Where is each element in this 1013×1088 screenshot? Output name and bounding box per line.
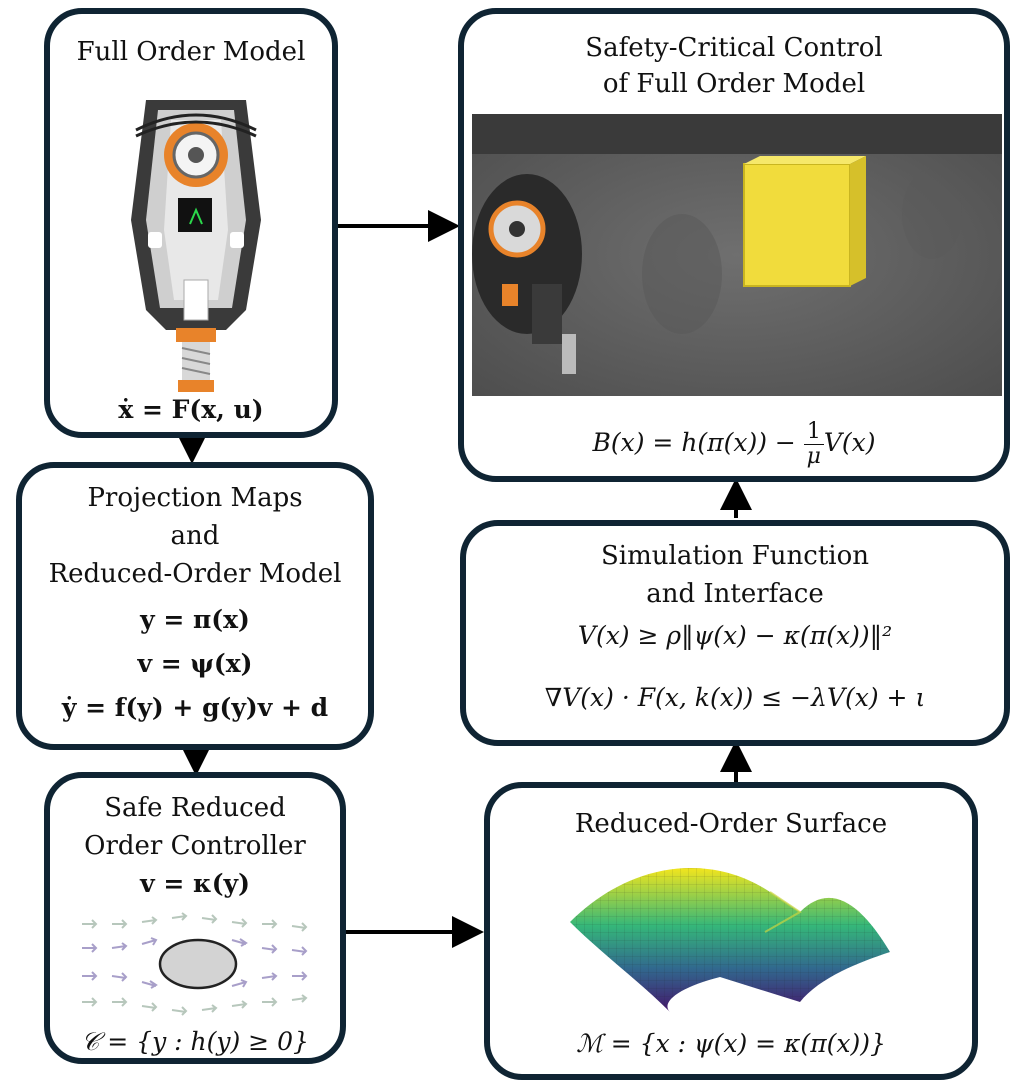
projection-equation-1: y = π(x) xyxy=(140,605,250,634)
safe-controller-title-line1: Safe Reduced xyxy=(104,793,286,823)
surface-equation: ℳ = {x : ψ(x) = κ(π(x))} xyxy=(576,1029,886,1058)
surface-title: Reduced-Order Surface xyxy=(574,809,888,839)
projection-title-line1: Projection Maps xyxy=(87,483,303,513)
projection-maps-box: Projection Maps and Reduced-Order Model … xyxy=(16,462,374,750)
safety-critical-box: Safety-Critical Control of Full Order Mo… xyxy=(458,8,1010,482)
simulation-title-line2: and Interface xyxy=(646,579,824,609)
safety-critical-title-line2: of Full Order Model xyxy=(602,69,866,99)
robot-render-image xyxy=(131,100,261,392)
simulation-title-line1: Simulation Function xyxy=(600,541,870,571)
hardware-experiment-photo xyxy=(472,114,1002,396)
safety-critical-title-line1: Safety-Critical Control xyxy=(585,33,883,63)
projection-equation-3: ẏ = f(y) + g(y)v + d xyxy=(61,693,329,722)
full-order-model-box: Full Order Model ẋ = F(x, u) xyxy=(44,8,338,438)
simulation-equation-1: V(x) ≥ ρ‖ψ(x) − κ(π(x))‖² xyxy=(577,621,893,650)
simulation-equation-2: ∇V(x) · F(x, k(x)) ≤ −λV(x) + ι xyxy=(544,683,926,712)
safe-controller-box: Safe Reduced Order Controller v = κ(y) 𝒞… xyxy=(44,772,346,1064)
simulation-function-box: Simulation Function and Interface V(x) ≥… xyxy=(460,520,1010,746)
projection-title-line2: and xyxy=(170,521,220,551)
safe-controller-equation-1: v = κ(y) xyxy=(140,869,250,898)
surface-plot xyxy=(570,868,890,1012)
projection-title-line3: Reduced-Order Model xyxy=(48,559,342,589)
projection-equation-2: v = ψ(x) xyxy=(137,649,253,678)
vector-field-plot xyxy=(82,912,308,1016)
full-order-model-equation: ẋ = F(x, u) xyxy=(118,395,264,424)
safe-set-equation: 𝒞 = {y : h(y) ≥ 0} xyxy=(81,1027,309,1056)
safe-controller-title-line2: Order Controller xyxy=(84,831,306,861)
full-order-model-title: Full Order Model xyxy=(76,37,306,67)
reduced-order-surface-box: Reduced-Order Surface ℳ = {x : ψ(x) = κ(… xyxy=(484,782,978,1080)
